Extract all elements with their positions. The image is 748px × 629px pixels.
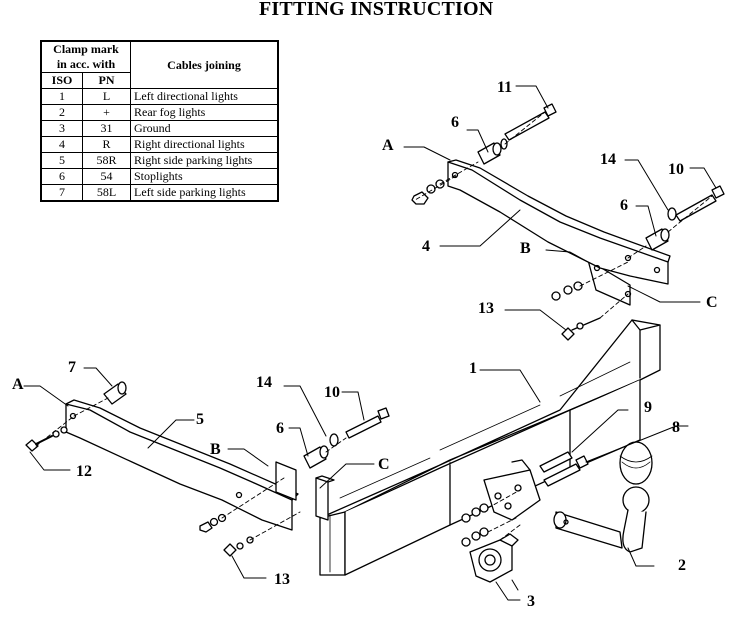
- pn-cell: 58L: [82, 184, 131, 202]
- callout-6-top: 6: [451, 114, 459, 131]
- leader-lines: [23, 85, 717, 601]
- nut-washer-set-a-left: [199, 513, 227, 533]
- callout-labels: 11 6 A 14 10 6 4 B C 13 1 7 A 14 10 9 5 …: [12, 79, 718, 610]
- callout-4: 4: [422, 238, 430, 255]
- callout-b-right: B: [520, 240, 531, 257]
- bolt-part-11: [504, 103, 557, 141]
- bolt-part-8: [543, 455, 589, 487]
- iso-cell: 7: [40, 184, 83, 202]
- cable-cell: Right directional lights: [130, 136, 279, 153]
- side-plate-c-left: [315, 475, 335, 521]
- cable-cell: Left side parking lights: [130, 184, 279, 202]
- nut-washer-set-b-right: [551, 281, 601, 341]
- table-row: 4 R Right directional lights: [40, 136, 279, 153]
- pn-cell: 31: [82, 120, 131, 137]
- callout-6-left: 6: [276, 420, 284, 437]
- tow-ball-part-2: [553, 441, 653, 553]
- cable-cell: Right side parking lights: [130, 152, 279, 169]
- bolt-part-10-right: [675, 185, 725, 222]
- header-clamp-line2: in acc. with: [56, 57, 116, 71]
- header-pn: PN: [82, 72, 131, 89]
- iso-cell: 6: [40, 168, 83, 185]
- callout-c-right: C: [706, 294, 718, 311]
- spacer-tube-part-6-top: [477, 138, 508, 165]
- callout-10-left: 10: [324, 384, 340, 401]
- callout-1: 1: [469, 360, 477, 377]
- callout-13-left: 13: [274, 571, 290, 588]
- table-row: 3 31 Ground: [40, 120, 279, 137]
- callout-14-top: 14: [600, 151, 616, 168]
- callout-14-left: 14: [256, 374, 272, 391]
- callout-3: 3: [527, 593, 535, 610]
- callout-c-left: C: [378, 456, 390, 473]
- callout-9: 9: [644, 399, 652, 416]
- callout-b-left: B: [210, 441, 221, 458]
- header-clamp-line1: Clamp mark: [53, 42, 119, 56]
- nut-washer-set-mount: [461, 503, 489, 547]
- spacer-tube-part-6-left: [303, 445, 329, 469]
- callout-7: 7: [68, 359, 76, 376]
- side-arm-part-5: [65, 399, 299, 531]
- header-clamp-mark: Clamp mark in acc. with: [40, 40, 131, 73]
- callout-11: 11: [497, 79, 512, 96]
- side-plate-c-right: [587, 259, 631, 306]
- callout-12: 12: [76, 463, 92, 480]
- bolt-part-12: [25, 426, 68, 452]
- pn-cell: 54: [82, 168, 131, 185]
- header-cables-joining: Cables joining: [130, 40, 279, 89]
- spacer-part-7: [103, 381, 127, 405]
- callout-13-right: 13: [478, 300, 494, 317]
- callout-a-top: A: [382, 137, 394, 154]
- nut-washer-set-b-left: [223, 536, 254, 557]
- callout-2: 2: [678, 557, 686, 574]
- side-arm-part-4: [447, 159, 671, 298]
- spacer-tube-part-6-right: [645, 207, 677, 251]
- callout-10-right: 10: [668, 161, 684, 178]
- cable-wiring-table: Clamp mark in acc. with Cables joining I…: [40, 40, 279, 202]
- callout-6-right: 6: [620, 197, 628, 214]
- cable-cell: Ground: [130, 120, 279, 137]
- bolt-part-10-left: [329, 407, 390, 447]
- table-row: 6 54 Stoplights: [40, 168, 279, 185]
- nut-washer-set-a-top: [411, 179, 445, 205]
- callout-5: 5: [196, 411, 204, 428]
- cable-cell: Stoplights: [130, 168, 279, 185]
- callout-8: 8: [672, 419, 680, 436]
- table-row: 7 58L Left side parking lights: [40, 184, 279, 202]
- bolt-part-9: [539, 451, 573, 473]
- socket-plate-part-3: [469, 533, 519, 583]
- ball-mount-plate: [483, 459, 541, 521]
- callout-a-left: A: [12, 376, 24, 393]
- title-text: FITTING INSTRUCTION: [259, 0, 494, 20]
- assembly-dash-lines: [35, 111, 713, 541]
